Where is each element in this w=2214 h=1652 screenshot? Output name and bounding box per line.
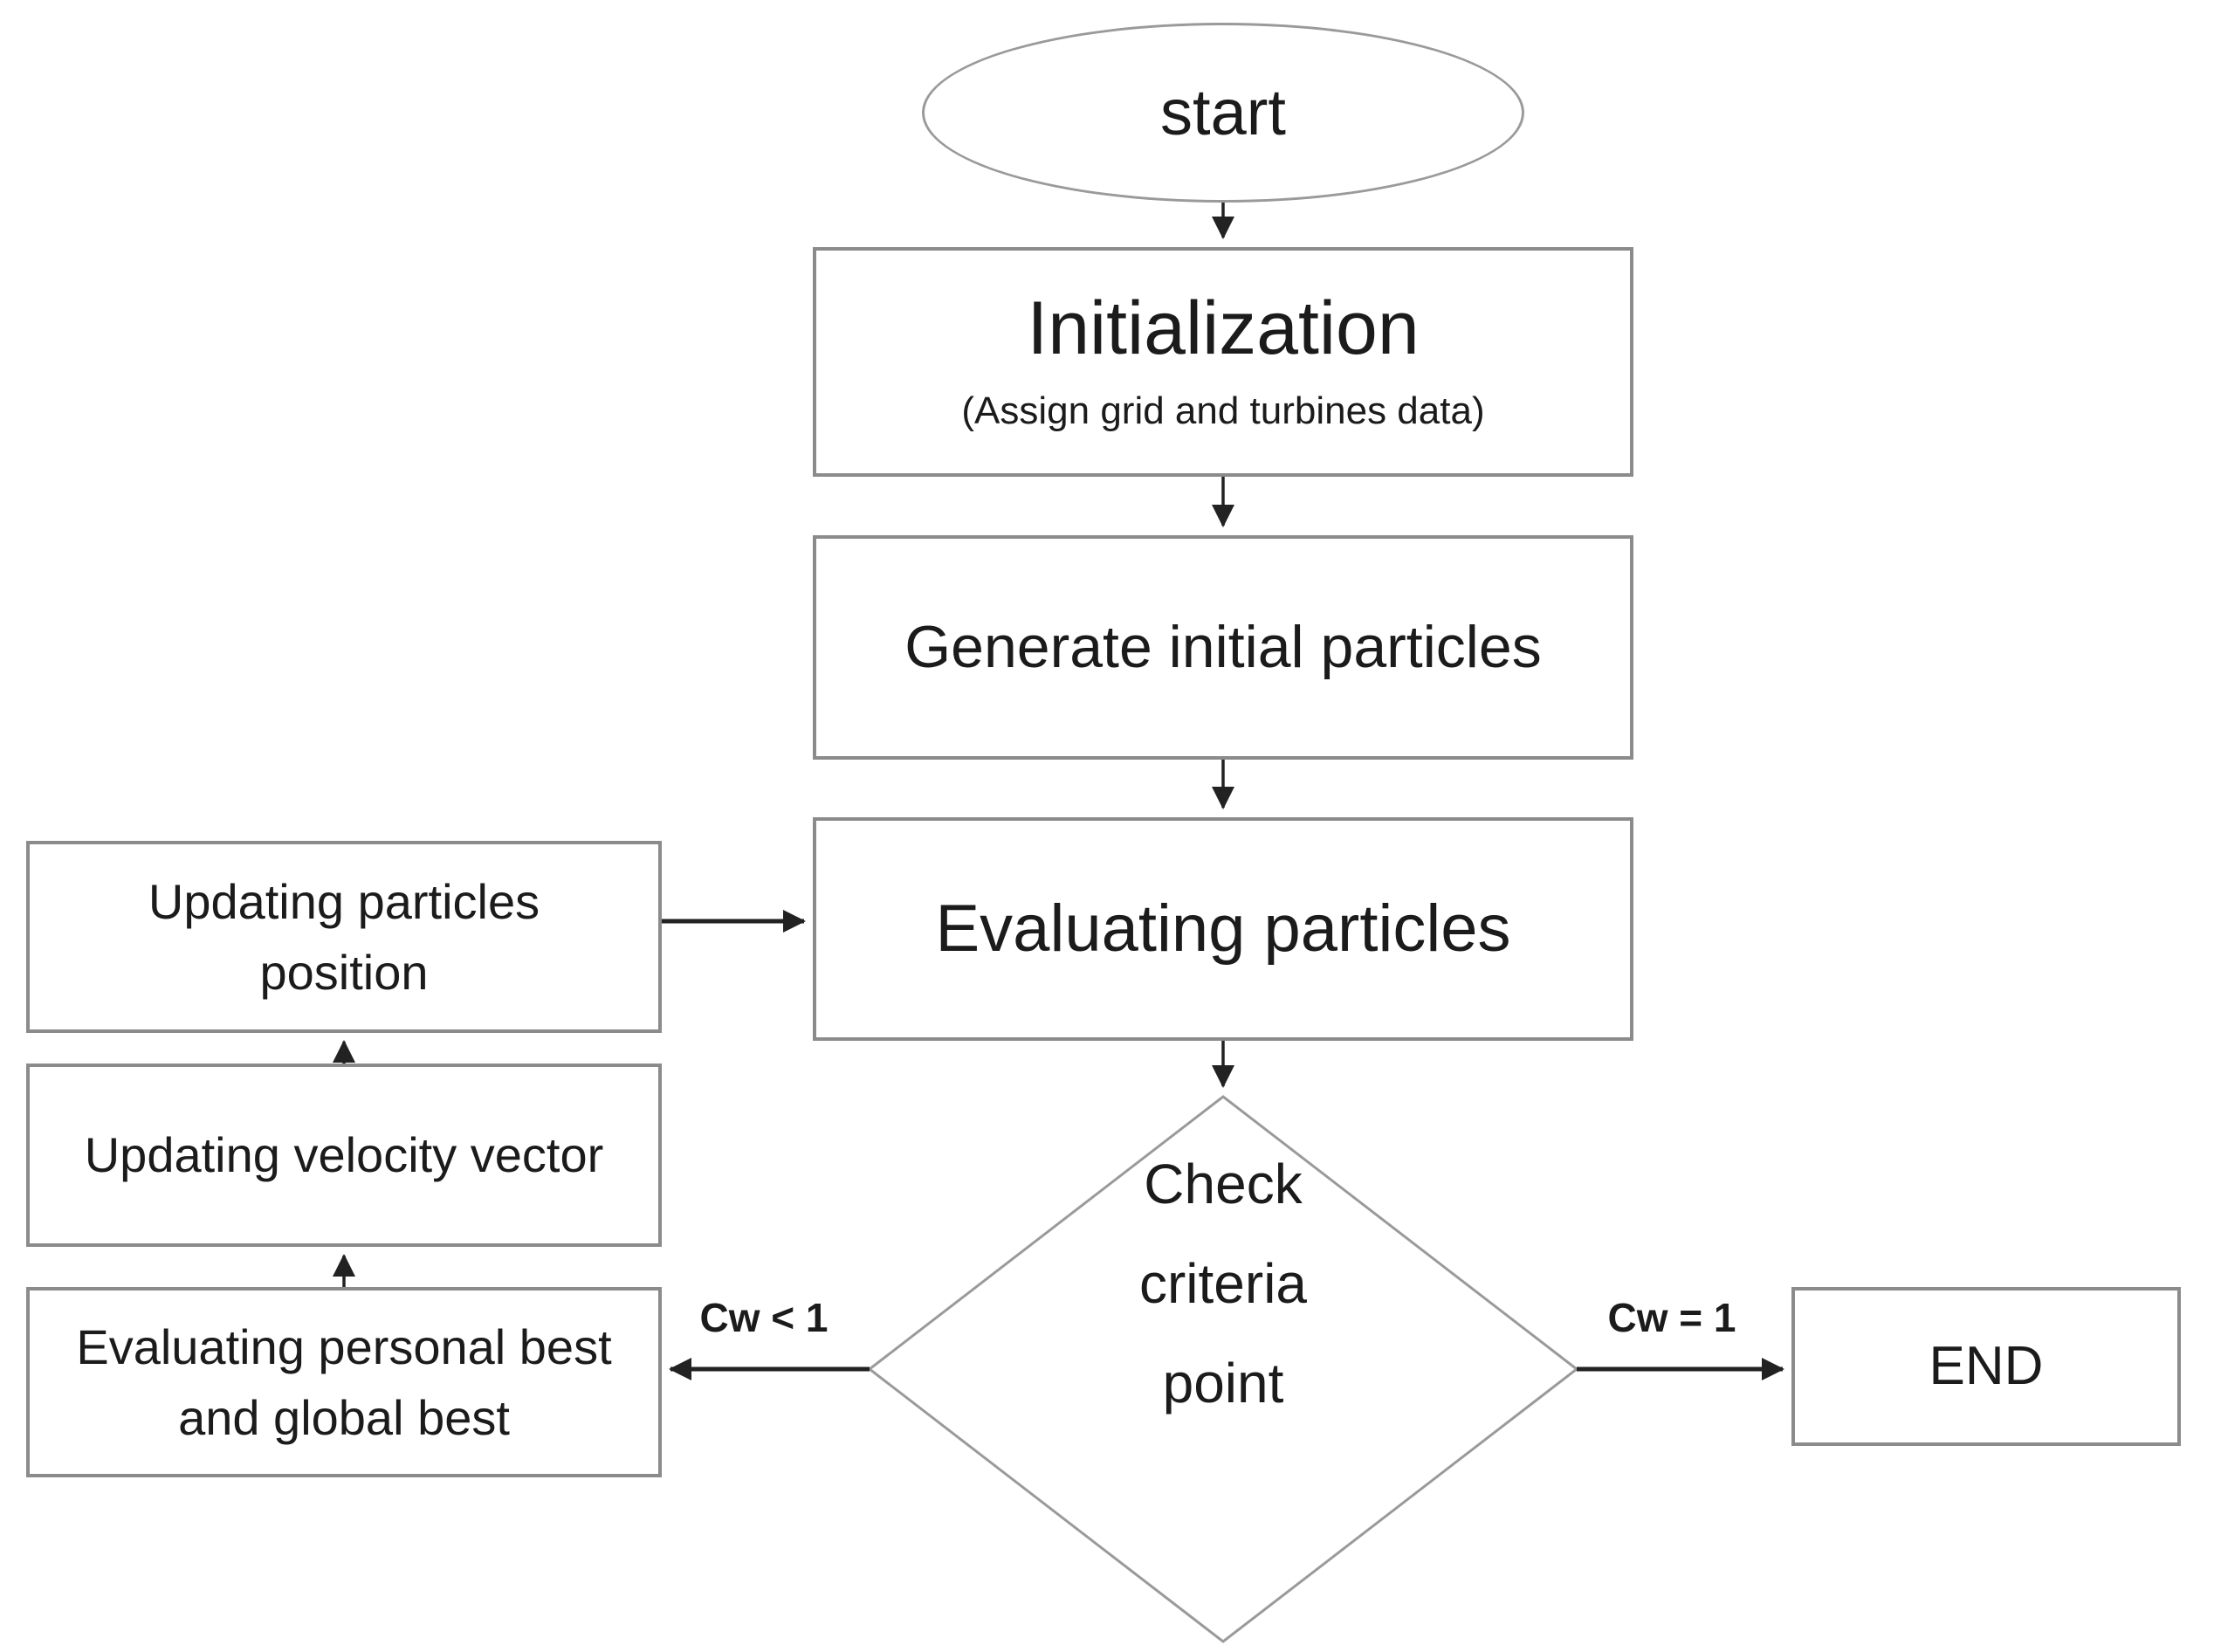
updating-particles-position-node: Updating particles position	[26, 841, 662, 1033]
generate-initial-particles-label: Generate initial particles	[904, 613, 1542, 680]
initialization-title: Initialization	[1027, 286, 1420, 371]
edge-label-cw-equals-1: Cw = 1	[1607, 1295, 1736, 1340]
evaluating-personal-best-node: Evaluating personal best and global best	[26, 1287, 662, 1477]
edge-label-cw-less-than-1: Cw < 1	[699, 1295, 829, 1340]
generate-initial-particles-node: Generate initial particles	[813, 535, 1633, 760]
evaluating-particles-node: Evaluating particles	[813, 817, 1633, 1041]
evaluating-particles-label: Evaluating particles	[935, 891, 1511, 966]
initialization-subtitle: (Assign grid and turbines data)	[961, 389, 1485, 432]
start-label: start	[1160, 76, 1286, 149]
end-label: END	[1929, 1336, 2044, 1397]
evaluating-personal-best-label: Evaluating personal best and global best	[76, 1318, 612, 1445]
start-node: start	[922, 23, 1524, 203]
check-criteria-point-label: Check criteria point	[1138, 1153, 1308, 1415]
updating-velocity-vector-label: Updating velocity vector	[84, 1127, 604, 1183]
updating-velocity-vector-node: Updating velocity vector	[26, 1063, 662, 1247]
updating-particles-position-label: Updating particles position	[148, 873, 540, 1000]
end-node: END	[1791, 1287, 2181, 1446]
check-criteria-diamond-shape	[867, 1095, 1579, 1643]
initialization-node: Initialization (Assign grid and turbines…	[813, 247, 1633, 477]
